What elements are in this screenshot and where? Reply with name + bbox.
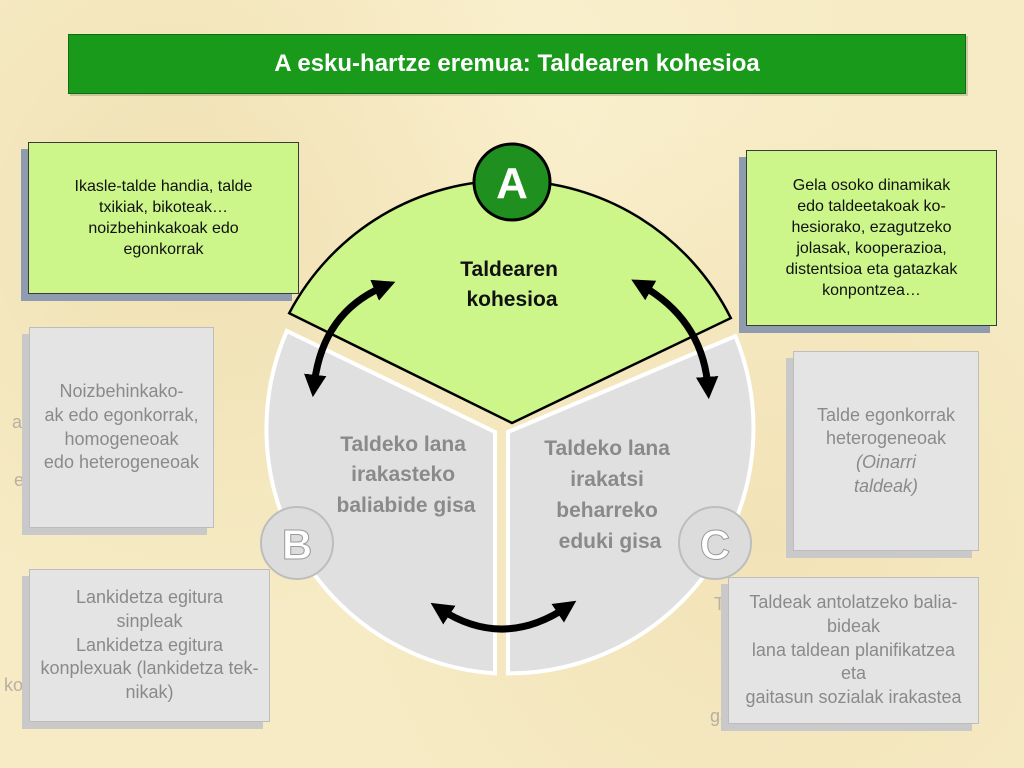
info-box-top-right: Gela osoko dinamikak edo taldeetakoak ko… <box>746 150 997 326</box>
info-line: eta <box>840 663 867 684</box>
info-line: hesiorako, ezagutzeko <box>791 218 952 236</box>
info-line: bideak <box>826 615 881 636</box>
badge-a-circle <box>472 142 552 222</box>
ghost-text: T <box>714 594 725 614</box>
info-box-mid-left: Noizbehinkako- ak edo egonkorrak, homoge… <box>29 327 214 528</box>
badge-b-circle <box>260 506 334 580</box>
info-line: homogeneoak <box>64 428 179 449</box>
info-line: konplexuak (lankidetza tek- <box>40 658 259 679</box>
info-line: Taldeak antolatzeko balia- <box>749 592 958 613</box>
info-line: Lankidetza egitura <box>75 634 224 655</box>
info-line: lana taldean planifikatzea <box>751 639 956 660</box>
info-line: heterogeneoak <box>825 428 947 449</box>
badge-c-label: C <box>700 521 730 568</box>
info-line: taldeak) <box>853 475 919 496</box>
double-arrow-right <box>631 279 719 400</box>
double-arrow-bottom <box>430 600 577 633</box>
info-line: ak edo egonkorrak, <box>44 404 199 425</box>
badge-a-label: A <box>496 159 528 208</box>
ghost-text: e <box>14 470 25 490</box>
ghost-text: ko <box>4 675 24 695</box>
info-line: distentsioa eta gatazkak <box>785 261 958 279</box>
ghost-text: ai <box>12 412 27 432</box>
ghost-text: l <box>722 650 726 670</box>
info-line: Talde egonkorrak <box>816 404 956 425</box>
info-line: egonkorrak <box>123 241 204 259</box>
info-line: Lankidetza egitura <box>75 587 224 608</box>
info-line: Noizbehinkako- <box>59 381 184 401</box>
info-line: txikiak, bikoteak… <box>99 198 228 216</box>
info-line: noizbehinkakoak edo <box>88 220 239 237</box>
info-line: nikak) <box>125 682 174 703</box>
info-box-bottom-left: Lankidetza egitura sinpleak Lankidetza e… <box>29 569 270 722</box>
info-line: Gela osoko dinamikak <box>792 176 951 194</box>
segment-c-label: Taldeko lana irakatsi beharreko eduki gi… <box>544 437 676 553</box>
info-line: konpontzea… <box>822 282 921 300</box>
segment-a-label: Taldearen kohesioa <box>460 258 564 311</box>
info-line: (Oinarri <box>855 452 916 472</box>
segment-b-label: Taldeko lana irakasteko baliabide gisa <box>337 433 476 517</box>
info-box-bottom-right: Taldeak antolatzeko balia- bideak lana t… <box>728 577 979 724</box>
double-arrow-left <box>304 279 396 398</box>
info-line: edo taldeetakoak ko- <box>797 197 946 215</box>
info-box-top-left: Ikasle-talde handia, talde txikiak, biko… <box>28 142 299 294</box>
info-line: Ikasle-talde handia, talde <box>74 177 253 195</box>
info-box-mid-right: Talde egonkorrak heterogeneoak (Oinarri … <box>793 351 979 551</box>
info-line: sinpleak <box>116 610 183 631</box>
info-line: edo heterogeneoak <box>43 452 200 473</box>
info-line: jolasak, kooperazioa, <box>796 240 947 257</box>
badge-c-circle <box>678 506 752 580</box>
ghost-text: ga <box>710 706 731 726</box>
info-line: gaitasun sozialak irakastea <box>745 687 962 708</box>
page-title: A esku-hartze eremua: Taldearen kohesioa <box>68 34 966 94</box>
badge-b-label: B <box>282 521 312 568</box>
